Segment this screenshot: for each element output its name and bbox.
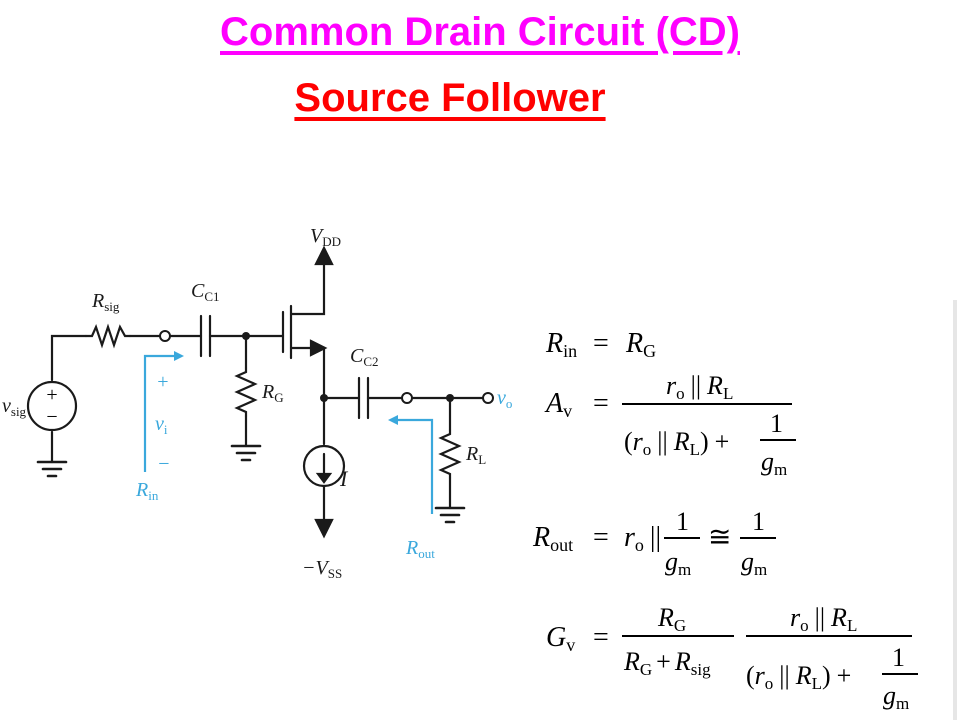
svg-text:1: 1 xyxy=(676,507,689,536)
svg-text:1: 1 xyxy=(892,643,905,672)
rout-arrow xyxy=(388,415,398,425)
rin-arrow xyxy=(174,351,184,361)
vdd-label: VDD xyxy=(310,225,341,249)
vi-label: vi xyxy=(155,413,168,437)
source-arrow xyxy=(309,339,328,357)
svg-text:RG+Rsig: RG+Rsig xyxy=(623,647,711,679)
svg-text:gm: gm xyxy=(883,681,909,713)
svg-text:(ro||RL)+: (ro||RL)+ xyxy=(624,427,729,459)
vi-plus: + xyxy=(156,371,170,393)
rout-label: Rout xyxy=(405,537,435,561)
node-source xyxy=(320,394,328,402)
svg-text:1: 1 xyxy=(770,409,783,438)
mosfet-source xyxy=(289,346,326,402)
vdd-arrow xyxy=(314,245,334,266)
equation-rout: Rout = ro|| 1 gm ≅ 1 gm xyxy=(532,507,776,579)
terminal-vo xyxy=(482,392,494,404)
equation-gv: Gv = RG RG+Rsig ro||RL (ro||RL)+ 1 gm xyxy=(546,603,918,713)
svg-text:=: = xyxy=(593,622,609,653)
svg-text:ro||RL: ro||RL xyxy=(666,371,733,403)
wire-vsig-up xyxy=(50,334,88,382)
rout-bracket xyxy=(392,418,434,514)
terminal-out-inner xyxy=(401,392,413,404)
rg-label: RG xyxy=(261,381,284,405)
svg-text:RG: RG xyxy=(657,603,686,635)
svg-text:=: = xyxy=(593,522,609,553)
node-gate xyxy=(242,332,250,340)
cc1-label: CC1 xyxy=(191,280,220,304)
svg-text:(ro||RL)+: (ro||RL)+ xyxy=(746,661,851,693)
svg-text:Av: Av xyxy=(544,388,572,421)
svg-text:Rin: Rin xyxy=(545,328,577,361)
svg-text:gm: gm xyxy=(741,547,767,579)
rin-bracket xyxy=(143,354,180,472)
svg-text:1: 1 xyxy=(752,507,765,536)
svg-text:ro||: ro|| xyxy=(624,522,661,555)
vsig-label: vsig xyxy=(2,395,27,419)
vsig-source-plus: + xyxy=(46,384,57,406)
svg-text:ro||RL: ro||RL xyxy=(790,603,857,635)
rl-resistor xyxy=(438,428,462,480)
vo-label: vo xyxy=(497,387,512,411)
cc2-label: CC2 xyxy=(350,345,379,369)
rl-label: RL xyxy=(465,443,486,467)
rsig-resistor xyxy=(84,323,132,349)
mosfet-drain xyxy=(289,260,326,316)
vi-minus: − xyxy=(157,453,171,475)
title-line-1: Common Drain Circuit (CD) xyxy=(220,10,740,54)
svg-text:≅: ≅ xyxy=(708,522,731,553)
vss-label: −VSS xyxy=(302,557,342,581)
svg-text:gm: gm xyxy=(665,547,691,579)
equation-av: Av = ro||RL (ro||RL)+ 1 gm xyxy=(544,371,796,479)
terminal-vi xyxy=(159,330,171,342)
ground-symbols xyxy=(36,444,466,524)
vsig-source-minus: − xyxy=(46,406,57,428)
rg-resistor xyxy=(234,366,258,418)
svg-text:=: = xyxy=(593,388,609,419)
node-output xyxy=(446,394,454,402)
rsig-label: Rsig xyxy=(91,290,120,314)
rin-label: Rin xyxy=(135,479,159,503)
svg-text:RG: RG xyxy=(625,328,656,361)
vss-arrow xyxy=(314,518,334,539)
right-edge-strip xyxy=(953,300,957,720)
svg-text:Rout: Rout xyxy=(532,522,573,555)
svg-text:=: = xyxy=(593,328,609,359)
equation-rin: Rin = RG xyxy=(545,328,656,361)
vsig-source xyxy=(26,380,78,432)
current-arrow-head xyxy=(315,472,333,484)
current-label: I xyxy=(339,466,349,491)
svg-text:Gv: Gv xyxy=(546,622,575,655)
svg-text:gm: gm xyxy=(761,447,787,479)
title-line-2: Source Follower xyxy=(294,76,606,120)
